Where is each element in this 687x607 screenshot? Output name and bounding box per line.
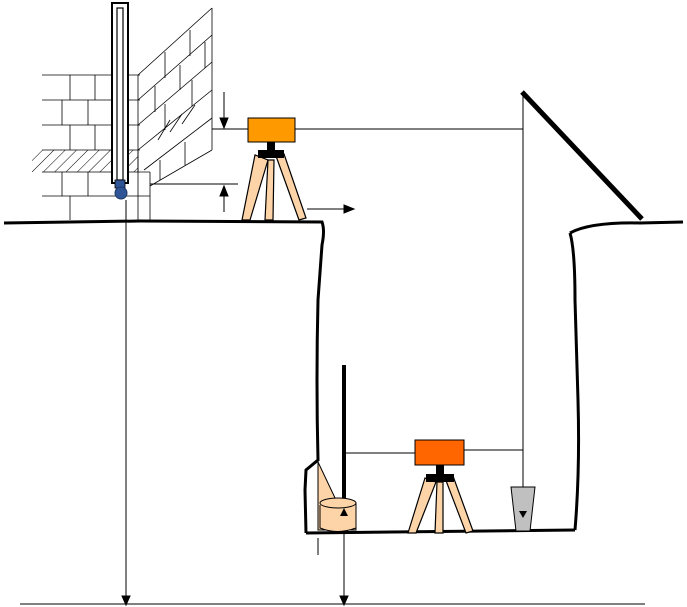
shaft-staff [342, 365, 346, 515]
dimension-arrows [219, 92, 229, 212]
direction-arrow [307, 204, 356, 214]
plumb-bob-icon [510, 486, 536, 532]
top-level-instrument [241, 117, 307, 221]
staff-tip [114, 186, 128, 200]
depth-lines [20, 200, 645, 607]
brick-wall [42, 7, 213, 220]
bottom-level-instrument [407, 439, 474, 534]
wall-staff [111, 2, 129, 200]
water-bucket-icon [317, 461, 357, 555]
slope-rod [520, 90, 644, 221]
